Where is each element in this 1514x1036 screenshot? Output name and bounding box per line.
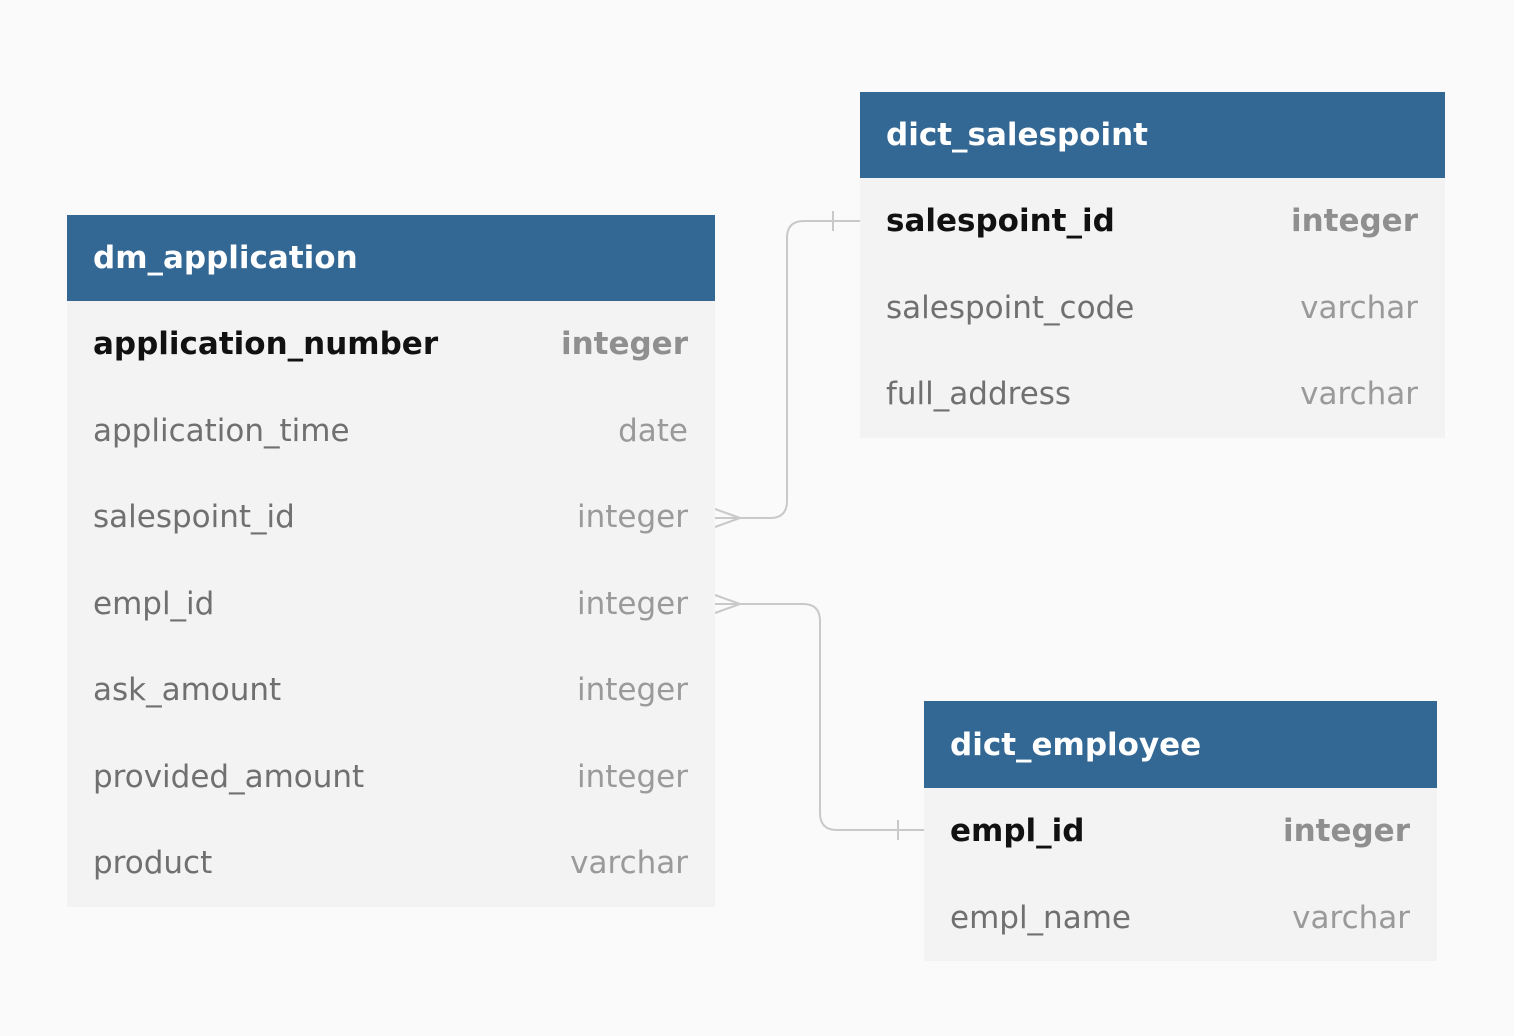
table-row[interactable]: empl_id integer	[924, 788, 1437, 875]
table-header[interactable]: dict_salespoint	[860, 92, 1445, 178]
column-name: empl_name	[950, 899, 1131, 936]
table-row[interactable]: empl_name varchar	[924, 875, 1437, 962]
table-row[interactable]: salespoint_code varchar	[860, 265, 1445, 352]
column-type: integer	[577, 499, 688, 536]
table-row[interactable]: provided_amount integer	[67, 734, 715, 821]
column-type: integer	[577, 758, 688, 795]
table-row[interactable]: application_time date	[67, 388, 715, 475]
table-row[interactable]: application_number integer	[67, 301, 715, 388]
column-name: salespoint_id	[886, 203, 1115, 240]
column-type: integer	[560, 326, 688, 363]
table-row[interactable]: salespoint_id integer	[67, 474, 715, 561]
relation-salespoint[interactable]	[714, 211, 860, 528]
column-type: integer	[577, 672, 688, 709]
table-row[interactable]: salespoint_id integer	[860, 178, 1445, 265]
column-name: application_time	[93, 412, 350, 449]
column-name: full_address	[886, 376, 1072, 413]
column-type: varchar	[570, 845, 688, 882]
relation-employee[interactable]	[714, 594, 924, 840]
column-name: provided_amount	[93, 758, 365, 795]
column-type: integer	[577, 585, 688, 622]
column-type: integer	[1290, 203, 1418, 240]
table-row[interactable]: ask_amount integer	[67, 647, 715, 734]
table-dm-application[interactable]: dm_application application_number intege…	[67, 215, 715, 907]
table-row[interactable]: empl_id integer	[67, 561, 715, 648]
table-header[interactable]: dm_application	[67, 215, 715, 301]
table-dict-employee[interactable]: dict_employee empl_id integer empl_name …	[924, 701, 1437, 961]
column-name: product	[93, 845, 213, 882]
column-name: ask_amount	[93, 672, 282, 709]
column-name: salespoint_code	[886, 289, 1135, 326]
table-dict-salespoint[interactable]: dict_salespoint salespoint_id integer sa…	[860, 92, 1445, 438]
column-name: empl_id	[93, 585, 215, 622]
table-row[interactable]: full_address varchar	[860, 351, 1445, 438]
column-type: date	[618, 412, 688, 449]
column-name: salespoint_id	[93, 499, 295, 536]
table-row[interactable]: product varchar	[67, 820, 715, 907]
column-type: varchar	[1300, 289, 1418, 326]
column-name: empl_id	[950, 813, 1085, 850]
column-type: varchar	[1300, 376, 1418, 413]
column-name: application_number	[93, 326, 439, 363]
table-header[interactable]: dict_employee	[924, 701, 1437, 788]
column-type: varchar	[1292, 899, 1410, 936]
column-type: integer	[1282, 813, 1410, 850]
